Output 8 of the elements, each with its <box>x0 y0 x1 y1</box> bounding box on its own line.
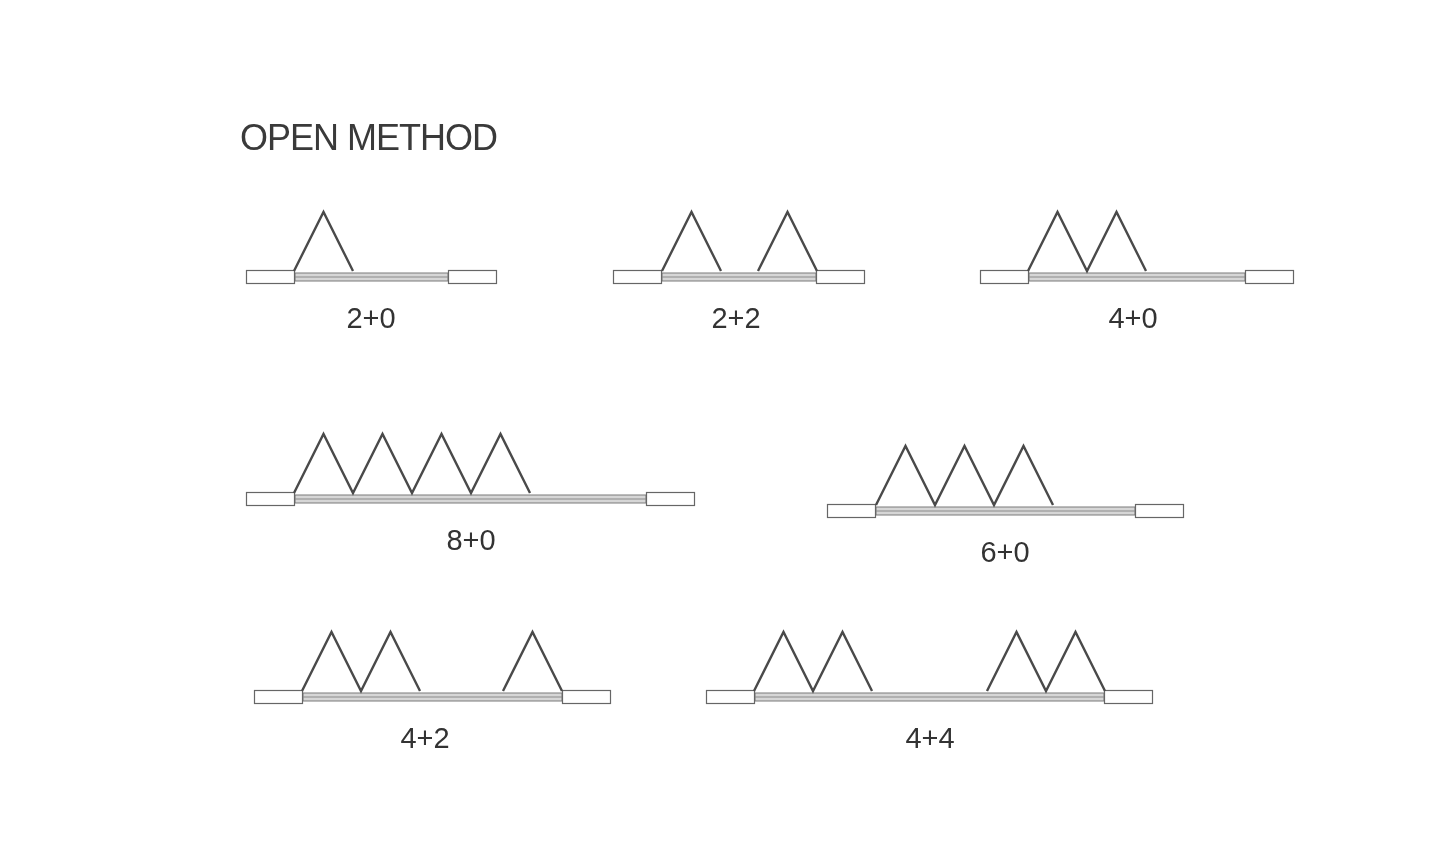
configuration-label: 2+0 <box>346 302 396 334</box>
configuration-label: 8+0 <box>446 524 496 556</box>
configuration-label: 4+4 <box>905 722 955 754</box>
title: OPEN METHOD <box>240 118 497 158</box>
configuration-label: 4+0 <box>1108 302 1158 334</box>
configuration-label: 6+0 <box>980 536 1030 568</box>
configuration-label: 2+2 <box>711 302 761 334</box>
configuration-label: 4+2 <box>400 722 450 754</box>
